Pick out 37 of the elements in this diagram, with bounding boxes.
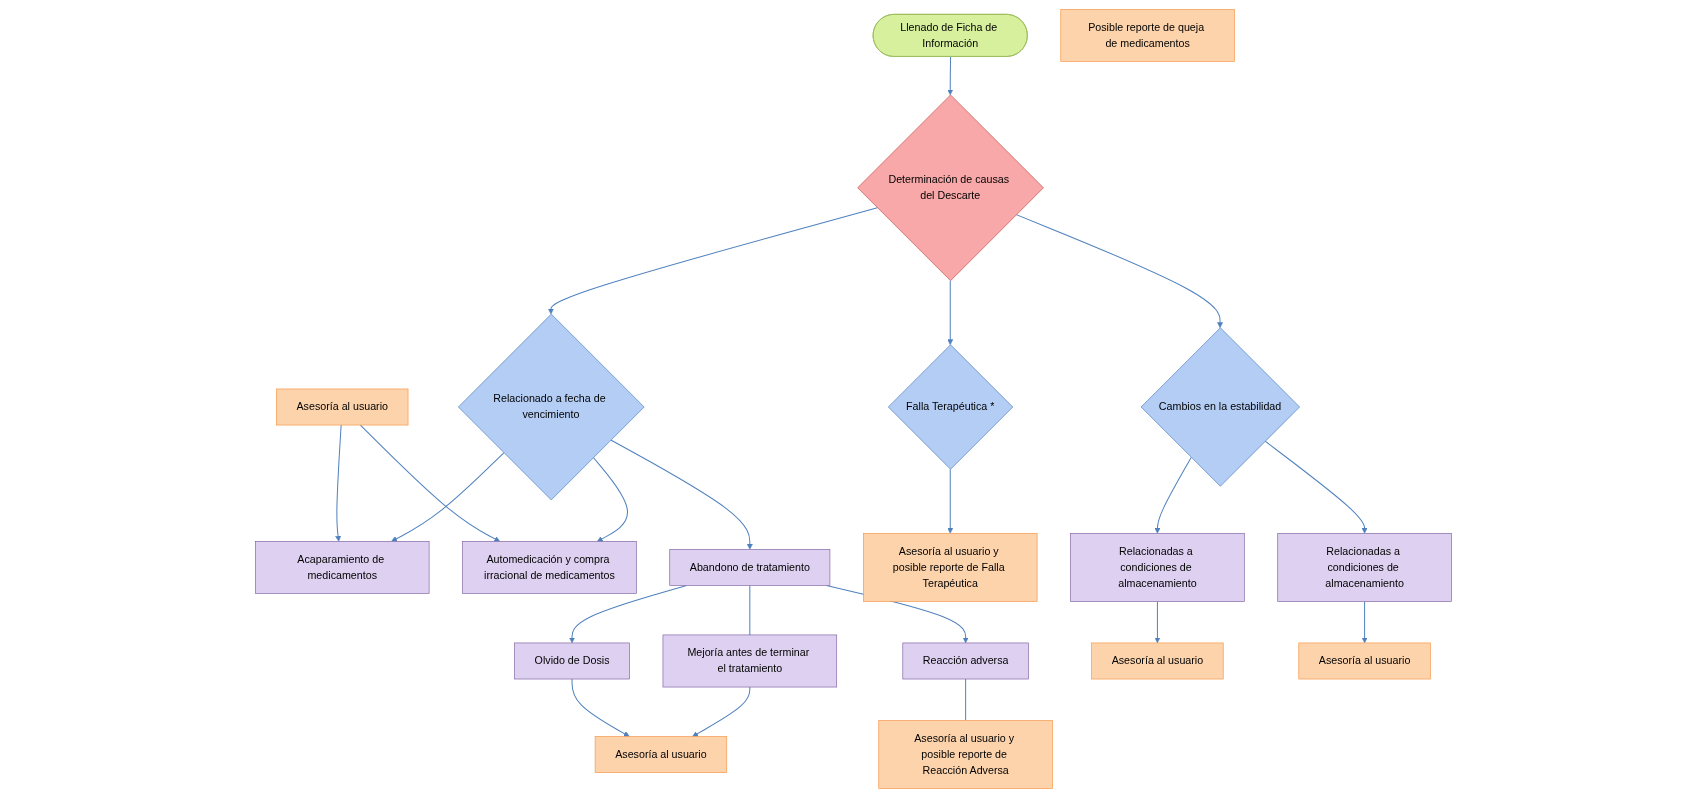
arrow (548, 207, 878, 315)
arrow (1154, 601, 1161, 644)
node-box: Olvido de Dosis (514, 642, 630, 680)
arrow (1015, 214, 1224, 328)
node-box: Mejoría antes de terminar el tratamiento (662, 634, 838, 688)
node-box: Asesoría al usuario y posible reporte de Falla Terapéutica (863, 533, 1038, 602)
node-box: Asesoría al usuario (594, 736, 728, 773)
node-box: Asesoría al usuario (276, 388, 409, 426)
node-box: Asesoría al usuario (1091, 642, 1224, 680)
arrow (592, 457, 629, 542)
arrow (571, 678, 630, 737)
node-diamond: Determinación de causas del Descarte (857, 94, 1044, 282)
node-diamond: Relacionado a fecha de vencimiento (458, 313, 645, 501)
connector (749, 584, 751, 636)
node-diamond: Cambios en la estabilidad (1140, 327, 1301, 487)
node-box: Asesoría al usuario y posible reporte de Reacción Adversa (878, 720, 1053, 789)
arrow (692, 686, 751, 737)
connector (965, 678, 967, 721)
node-box: Relacionadas a condiciones de almacenamiento (1070, 533, 1245, 602)
arrow (391, 452, 505, 542)
arrow (610, 439, 753, 550)
node-box: Acaparamiento de medicamentos (255, 541, 430, 594)
node-box: Abandono de tratamiento (669, 549, 831, 586)
arrow (335, 424, 342, 542)
node-box: Posible reporte de queja de medicamentos (1060, 9, 1235, 62)
arrow (1264, 440, 1368, 534)
node-box: Relacionadas a condiciones de almacenamiento (1277, 533, 1452, 602)
node-box: Automedicación y compra irracional de medicamentos (462, 541, 637, 594)
arrow (947, 280, 954, 346)
arrow (360, 424, 501, 542)
node-box: Asesoría al usuario (1298, 642, 1431, 680)
arrow (947, 56, 954, 96)
node-box: Reacción adversa (902, 642, 1029, 680)
arrow (1361, 601, 1368, 644)
arrow (947, 468, 954, 534)
node-diamond: Falla Terapéutica * (888, 344, 1014, 470)
arrow (1154, 456, 1192, 534)
